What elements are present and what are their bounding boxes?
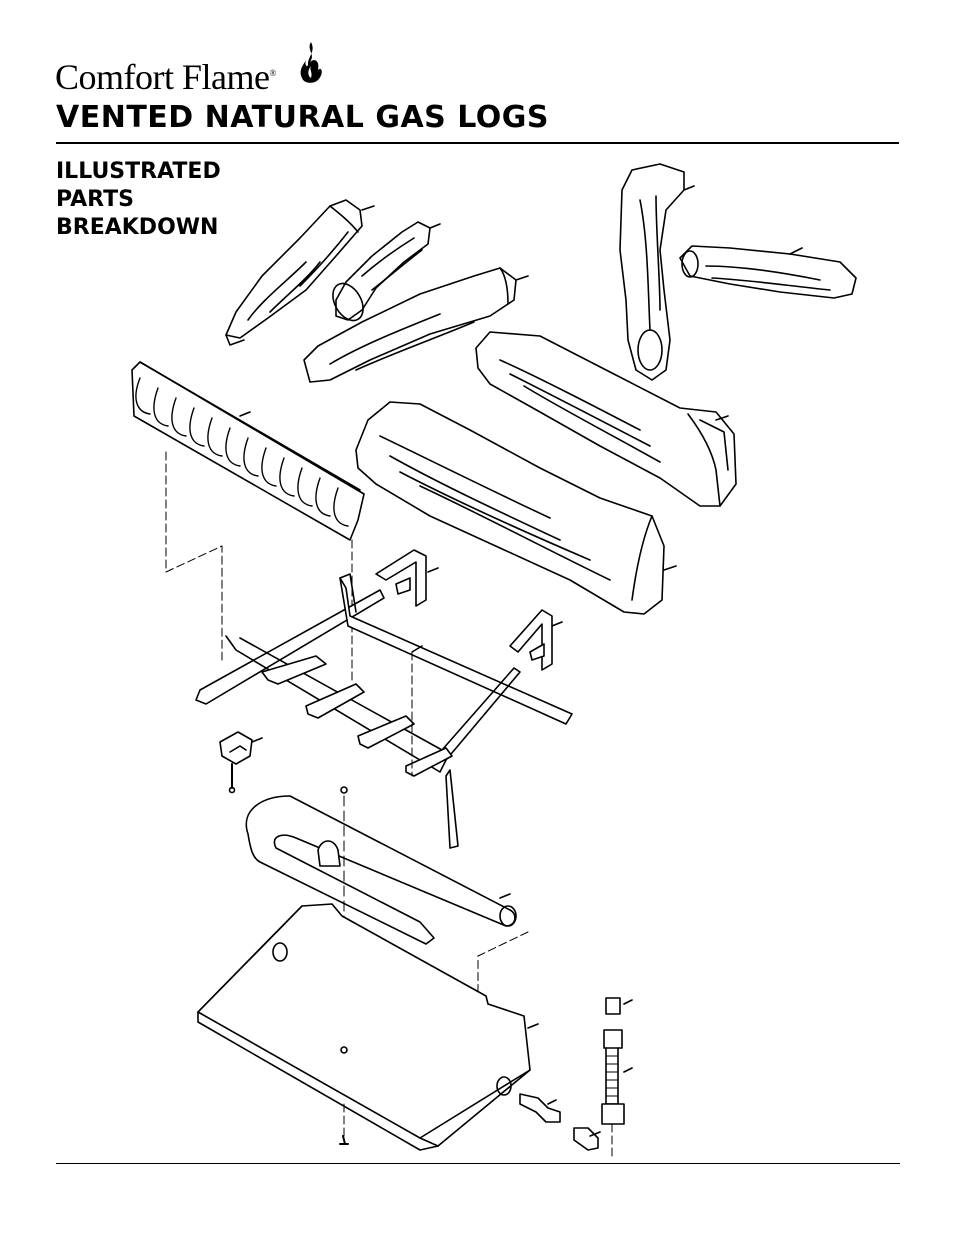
header-rule <box>56 142 899 144</box>
flex-connector <box>601 997 633 1125</box>
section-heading-line-2: PARTS <box>56 187 134 212</box>
leader-grate-left <box>165 451 223 661</box>
pilot-bracket <box>219 731 263 794</box>
burner-tube <box>245 786 517 945</box>
log-support-bracket-left <box>375 549 439 607</box>
flame-icon <box>300 42 322 83</box>
registered-mark: ® <box>269 68 276 78</box>
section-heading-line-3: BREAKDOWN <box>56 215 219 240</box>
log-short-right <box>679 245 857 299</box>
brand-logo: Comfort Flame® <box>55 56 276 98</box>
log-medium-center <box>303 267 529 383</box>
grate-frame <box>195 573 573 849</box>
footer-rule <box>56 1163 900 1164</box>
page-title: VENTED NATURAL GAS LOGS <box>56 100 549 135</box>
log-rear-large <box>475 331 737 507</box>
section-heading: ILLUSTRATED PARTS BREAKDOWN <box>56 158 221 242</box>
screw <box>339 1135 349 1145</box>
log-grate <box>131 361 365 541</box>
log-support-bracket-right <box>509 609 563 671</box>
burner-pan <box>197 903 539 1151</box>
adapter-fitting <box>573 1127 601 1151</box>
log-front-large <box>355 401 677 615</box>
log-tall-right <box>619 163 695 381</box>
brand-name: Comfort Flame <box>55 57 270 97</box>
inlet-fitting <box>519 1093 561 1123</box>
log-small-center <box>332 221 441 322</box>
section-heading-line-1: ILLUSTRATED <box>56 159 221 184</box>
log-small-left <box>225 199 375 346</box>
